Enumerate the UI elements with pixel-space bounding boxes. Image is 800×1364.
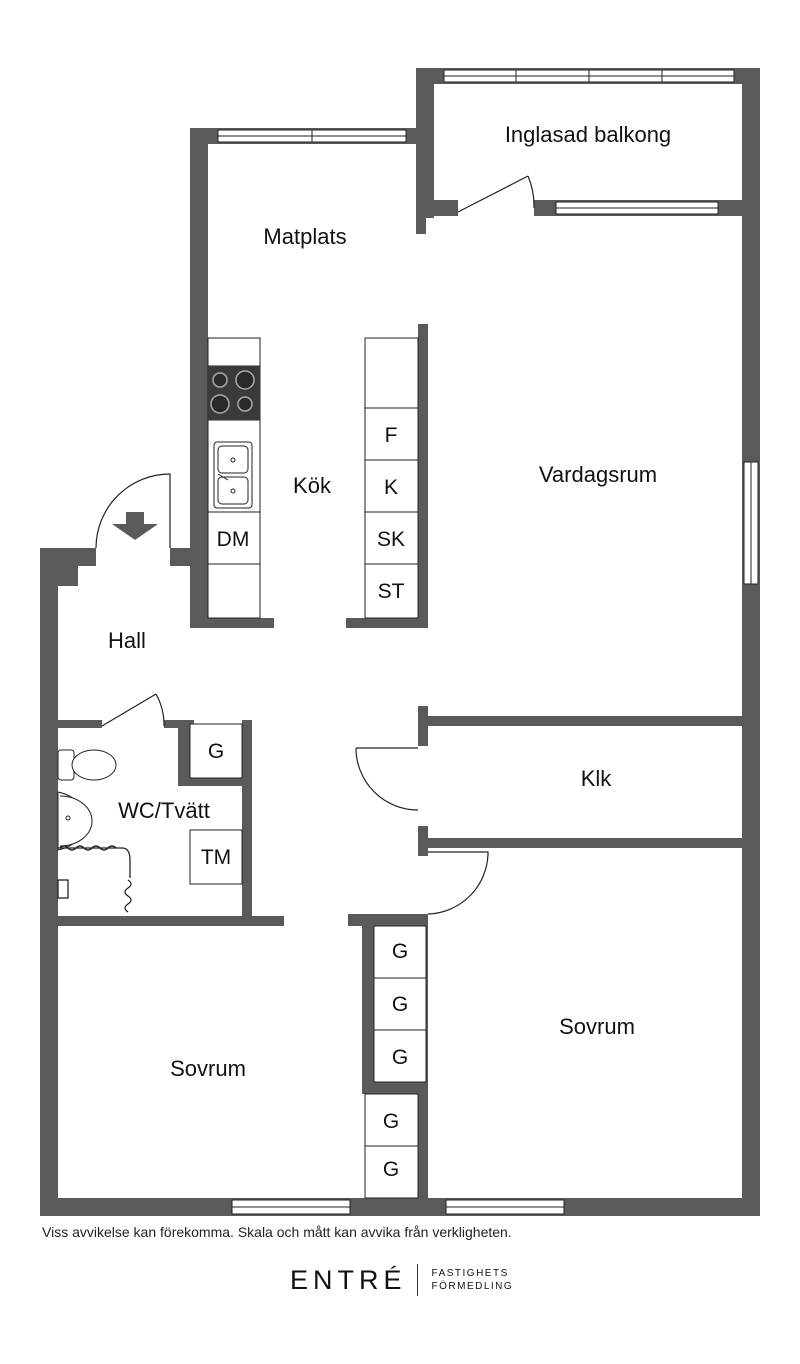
wall-bottom bbox=[40, 1198, 760, 1216]
label-fridge: F bbox=[385, 424, 398, 447]
wall-wc-top-left bbox=[40, 720, 102, 728]
door-balcony bbox=[457, 175, 535, 213]
label-living: Vardagsrum bbox=[539, 462, 657, 487]
door-wc bbox=[101, 693, 165, 727]
wall-right bbox=[742, 68, 760, 1216]
wc-closet-box bbox=[189, 723, 243, 779]
kitchen-right-cabinets bbox=[364, 337, 419, 619]
label-closet: Klk bbox=[581, 766, 613, 791]
windows bbox=[217, 69, 759, 1215]
dryer-box bbox=[189, 829, 243, 885]
window-living-right bbox=[743, 461, 759, 585]
wall-left bbox=[40, 548, 58, 1216]
wall-wc-right bbox=[242, 720, 252, 926]
stove-icon bbox=[208, 366, 260, 420]
entrance-arrow-icon bbox=[112, 512, 158, 540]
wall-kitchen-left bbox=[190, 128, 208, 548]
label-wardrobe-2: G bbox=[392, 993, 408, 1016]
washbasin-icon bbox=[57, 791, 93, 851]
label-wc-wardrobe: G bbox=[208, 740, 224, 763]
label-dining: Matplats bbox=[263, 224, 346, 249]
logo-wordmark: ENTRÉ bbox=[290, 1264, 407, 1295]
wall-bedroom-right-top bbox=[348, 914, 428, 926]
door-entrance bbox=[95, 473, 171, 549]
wall-balcony-left-stub bbox=[416, 200, 426, 234]
wall-kitchen-bottom-right bbox=[346, 618, 428, 628]
label-wc: WC/Tvätt bbox=[118, 798, 210, 823]
wall-balcony-left bbox=[416, 68, 434, 218]
label-wardrobe-4: G bbox=[383, 1110, 399, 1133]
wall-wc-closet-left bbox=[178, 720, 190, 786]
wall-closet-left bbox=[418, 706, 428, 746]
floor-plan: Inglasad balkong Matplats Kök Vardagsrum… bbox=[40, 68, 760, 1216]
logo-subtitle: FASTIGHETS FÖRMEDLING bbox=[432, 1267, 514, 1293]
brand-logo: ENTRÉ FASTIGHETS FÖRMEDLING bbox=[290, 1262, 513, 1298]
label-tall-cabinet: SK bbox=[377, 528, 405, 551]
doors bbox=[95, 175, 535, 915]
logo-divider bbox=[416, 1264, 418, 1296]
wall-wc-bottom bbox=[40, 916, 284, 926]
label-wardrobe-3: G bbox=[392, 1046, 408, 1069]
disclaimer-text: Viss avvikelse kan förekomma. Skala och … bbox=[42, 1224, 512, 1240]
label-dishwasher: DM bbox=[217, 528, 250, 551]
door-closet bbox=[355, 747, 419, 811]
wall-wardrobe-left bbox=[362, 914, 374, 1088]
wall-kitchen-lower bbox=[190, 548, 208, 628]
logo-subtitle-line2: FÖRMEDLING bbox=[431, 1281, 514, 1292]
wardrobe-block-upper bbox=[373, 925, 427, 1083]
shower-icon bbox=[57, 845, 132, 913]
label-bedroom-left: Sovrum bbox=[170, 1056, 246, 1081]
wall-wardrobe-mid bbox=[362, 1082, 428, 1094]
label-cooler: K bbox=[384, 476, 398, 499]
wall-hall-step bbox=[58, 566, 78, 586]
label-storage: ST bbox=[378, 580, 405, 603]
sink-icon bbox=[213, 441, 253, 509]
label-balcony: Inglasad balkong bbox=[505, 122, 671, 147]
toilet-icon bbox=[57, 749, 117, 781]
wall-hall-top bbox=[40, 548, 96, 566]
wall-balcony-left-jamb bbox=[416, 200, 458, 216]
window-bedroom-right bbox=[445, 1199, 565, 1215]
wall-wc-closet-bottom bbox=[178, 778, 244, 786]
label-kitchen: Kök bbox=[293, 473, 332, 498]
wall-kitchen-bottom-left bbox=[190, 618, 274, 628]
label-wardrobe-1: G bbox=[392, 940, 408, 963]
window-bedroom-left bbox=[231, 1199, 351, 1215]
window-balcony-top bbox=[443, 69, 735, 83]
door-bedroom-right bbox=[427, 851, 489, 915]
label-hall: Hall bbox=[108, 628, 146, 653]
label-bedroom-right: Sovrum bbox=[559, 1014, 635, 1039]
wall-living-bottom bbox=[418, 716, 760, 726]
wall-kitchen-partition bbox=[418, 324, 428, 628]
label-dryer: TM bbox=[201, 846, 231, 869]
wall-closet-bottom bbox=[418, 838, 760, 848]
window-balcony-inner bbox=[555, 201, 719, 215]
wardrobe-block-lower bbox=[364, 1093, 419, 1199]
window-dining bbox=[217, 129, 407, 143]
logo-subtitle-line1: FASTIGHETS bbox=[431, 1268, 509, 1279]
label-wardrobe-5: G bbox=[383, 1158, 399, 1181]
